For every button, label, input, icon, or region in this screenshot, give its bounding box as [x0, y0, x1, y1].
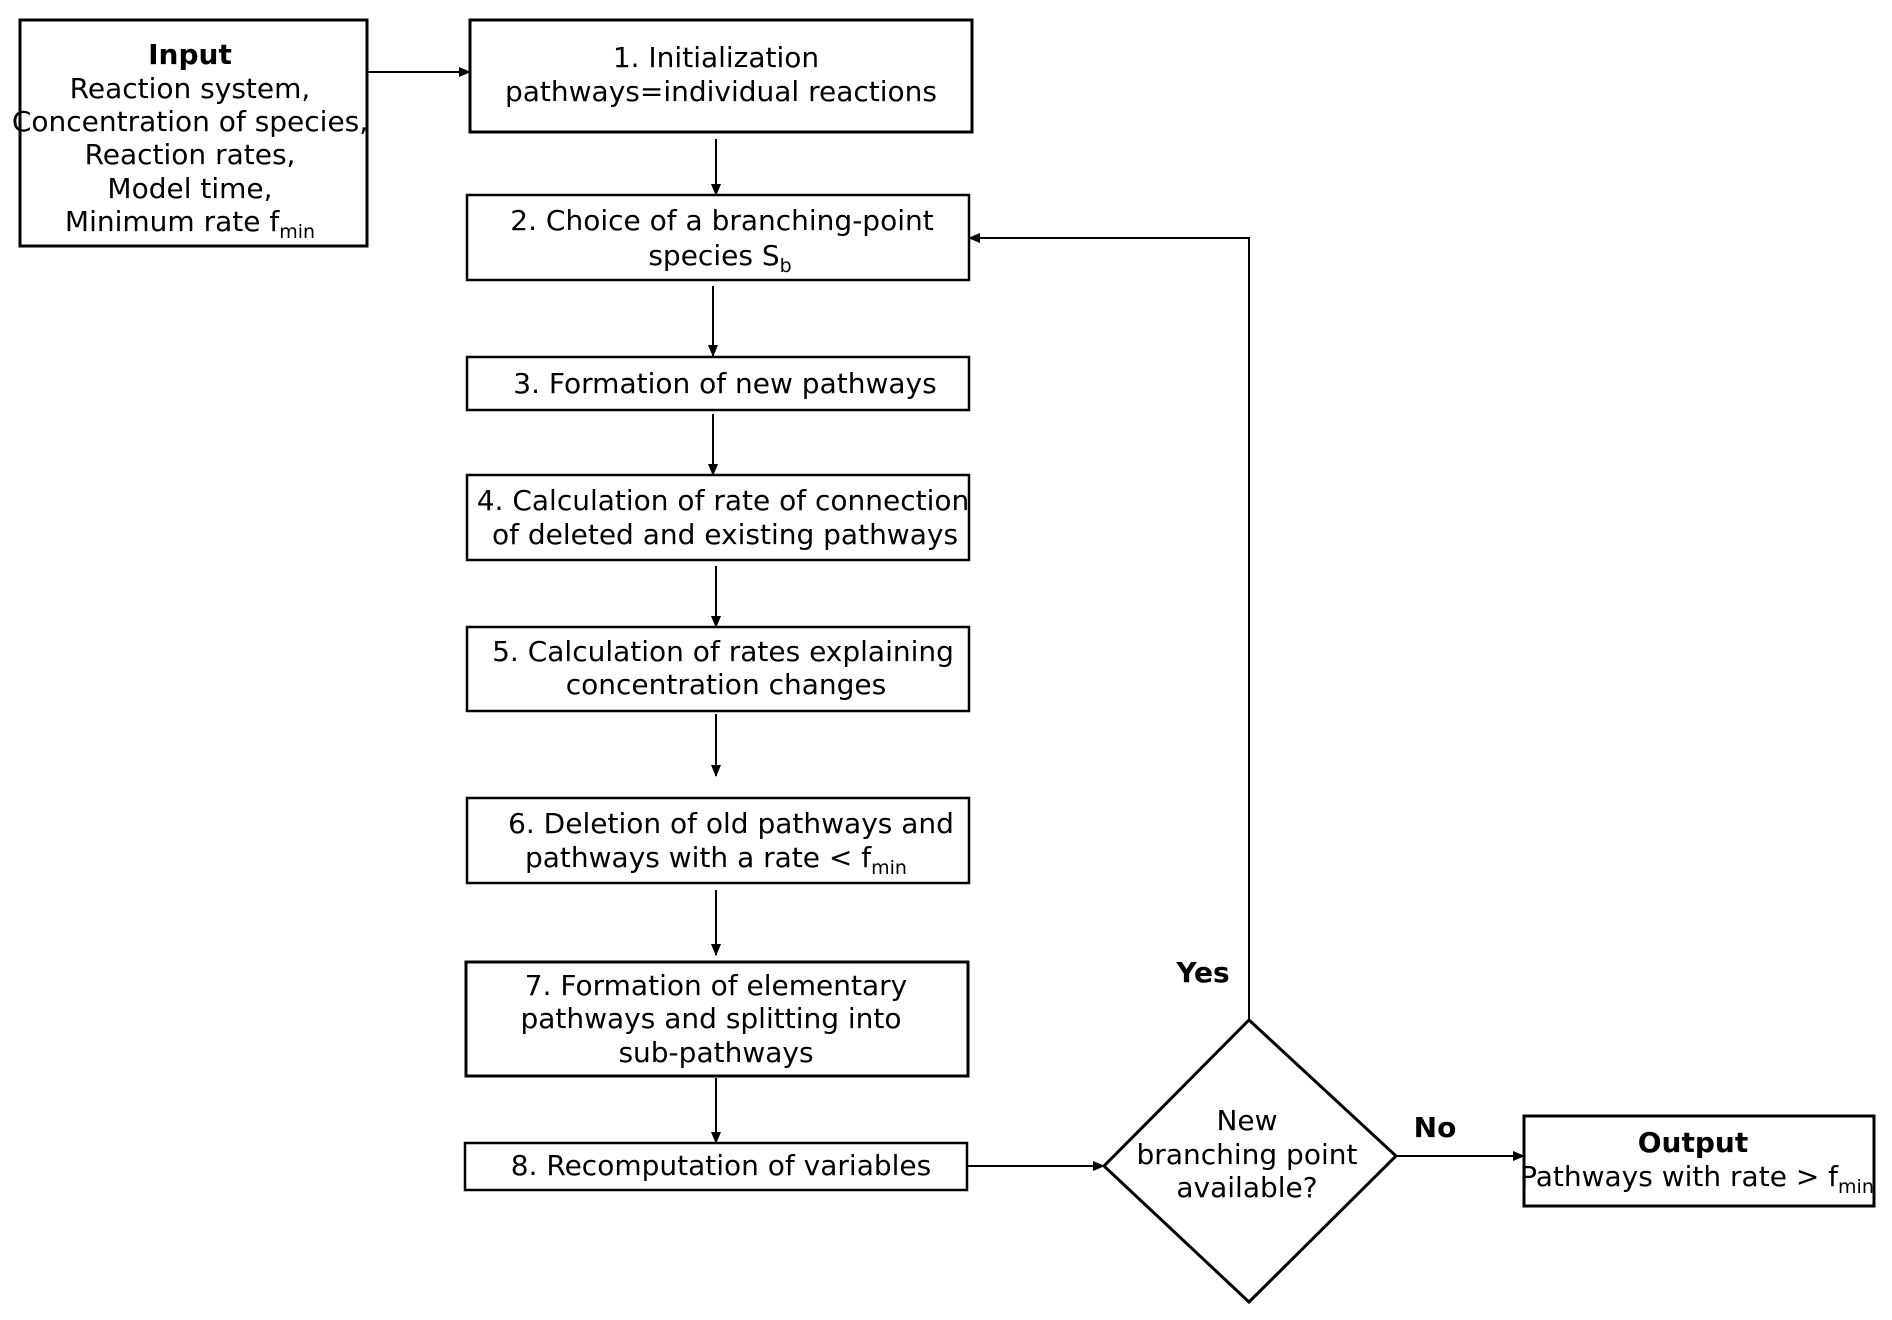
output-line-subscript: min: [1838, 1176, 1874, 1198]
input-min-rate-text: Minimum rate f: [65, 205, 280, 238]
output-box: Output Pathways with rate > fmin: [1520, 1114, 1876, 1208]
input-min-rate-line: Minimum rate fmin: [65, 205, 315, 243]
step-5-line: 5. Calculation of rates explaining: [492, 635, 954, 668]
step-7-line: sub-pathways: [618, 1036, 813, 1069]
input-title: Input: [148, 38, 232, 71]
arrow-decision-yes-to-step-2: [968, 233, 1250, 1020]
step-6-rate-line: pathways with a rate < fmin: [525, 841, 907, 879]
step-1-box: 1. Initialization pathways=individual re…: [468, 18, 974, 134]
step-6-line: 6. Deletion of old pathways and: [508, 807, 954, 840]
input-box: Input Reaction system, Concentration of …: [12, 18, 369, 248]
no-label: No: [1414, 1111, 1457, 1144]
decision-line: branching point: [1137, 1138, 1358, 1171]
output-line-text: Pathways with rate > f: [1520, 1160, 1839, 1193]
decision-line: New: [1216, 1104, 1277, 1137]
step-7-line: 7. Formation of elementary: [525, 969, 907, 1002]
step-3-box: 3. Formation of new pathways: [465, 355, 971, 412]
step-1-line: 1. Initialization: [613, 41, 819, 74]
decision-line: available?: [1176, 1171, 1317, 1204]
decision-diamond: New branching point available?: [1101, 1017, 1399, 1305]
step-3-line: 3. Formation of new pathways: [513, 367, 936, 400]
output-title: Output: [1638, 1126, 1748, 1159]
step-6-rate-subscript: min: [871, 857, 907, 879]
input-line: Model time,: [107, 172, 272, 205]
input-min-rate-subscript: min: [279, 221, 315, 243]
output-line: Pathways with rate > fmin: [1520, 1160, 1874, 1198]
step-2-line: 2. Choice of a branching-point: [510, 204, 933, 237]
step-6-rate-text: pathways with a rate < f: [525, 841, 872, 874]
step-4-box: 4. Calculation of rate of connection of …: [465, 473, 971, 562]
step-4-line: of deleted and existing pathways: [492, 518, 958, 551]
step-2-box: 2. Choice of a branching-point species S…: [465, 193, 971, 282]
step-2-species-line: species Sb: [648, 239, 791, 277]
step-6-box: 6. Deletion of old pathways and pathways…: [465, 796, 971, 885]
step-8-box: 8. Recomputation of variables: [463, 1141, 969, 1192]
step-2-species-subscript: b: [780, 255, 792, 277]
input-line: Concentration of species,: [12, 105, 368, 138]
yes-label: Yes: [1175, 956, 1229, 989]
step-4-line: 4. Calculation of rate of connection: [477, 484, 970, 517]
step-8-line: 8. Recomputation of variables: [511, 1149, 931, 1182]
input-line: Reaction system,: [70, 72, 311, 105]
step-5-box: 5. Calculation of rates explaining conce…: [465, 625, 971, 713]
step-7-line: pathways and splitting into: [520, 1002, 901, 1035]
step-1-line: pathways=individual reactions: [505, 75, 937, 108]
step-5-line: concentration changes: [566, 668, 886, 701]
input-line: Reaction rates,: [85, 138, 296, 171]
step-2-species-text: species S: [648, 239, 779, 272]
step-7-box: 7. Formation of elementary pathways and …: [464, 960, 970, 1078]
